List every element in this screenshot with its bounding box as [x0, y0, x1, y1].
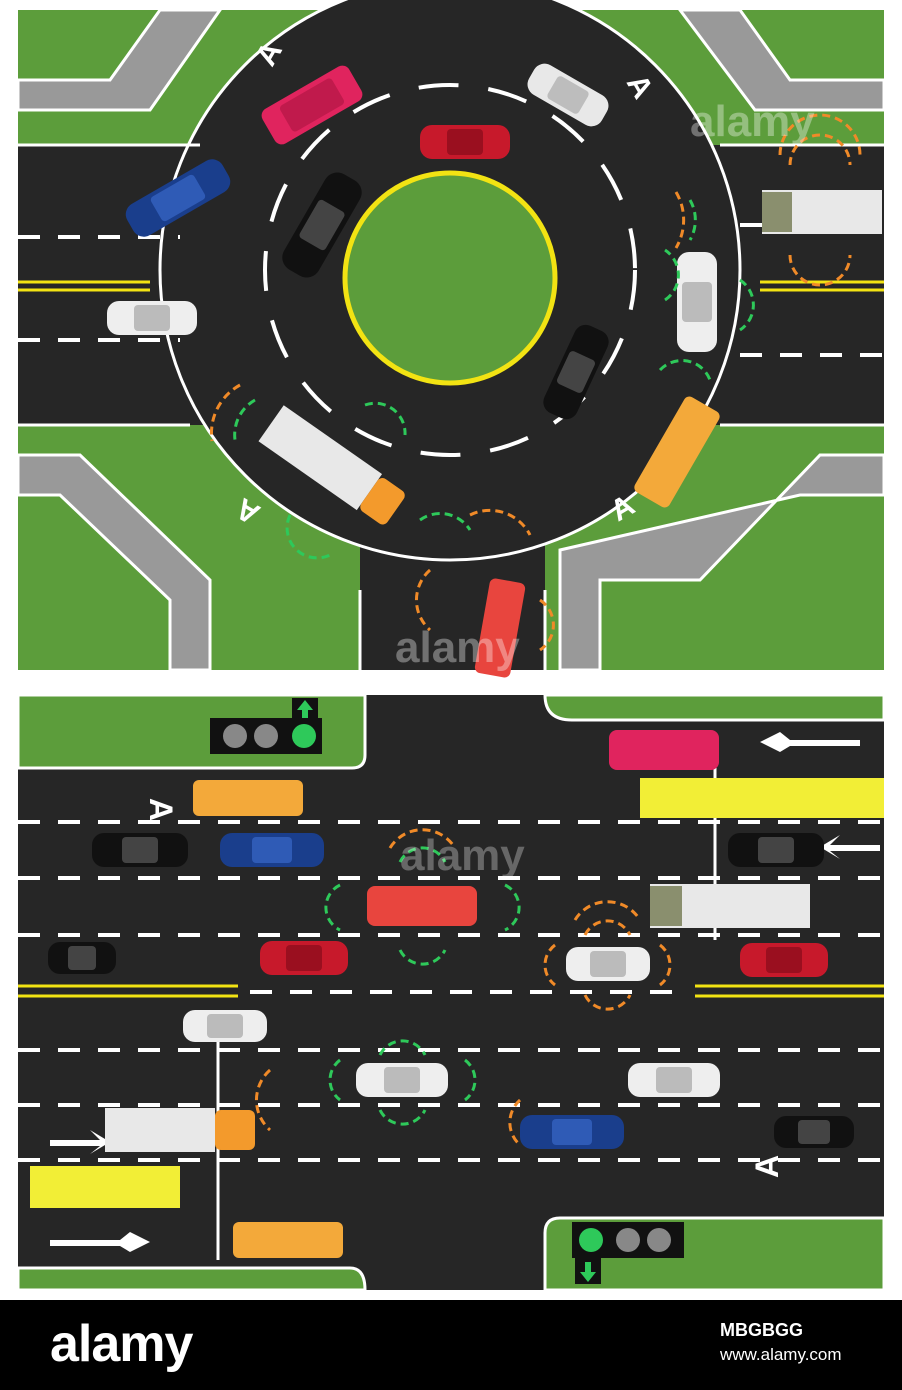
lane-arrow [760, 732, 860, 752]
grass-top-right [543, 693, 886, 722]
lane-letter: A [749, 1155, 785, 1178]
up-arrow-icon [297, 700, 313, 718]
lane-arrow [50, 1232, 150, 1252]
truck-white [650, 884, 810, 928]
down-arrow-icon [580, 1262, 596, 1282]
car-red [260, 941, 348, 975]
lane-arrow [50, 1130, 110, 1154]
car-white [566, 947, 650, 981]
bus-red [474, 578, 526, 678]
car-black [92, 833, 188, 867]
stock-footer: alamy MBGBGG www.alamy.com [0, 1300, 902, 1390]
truck-white-orange [105, 1108, 255, 1152]
alamy-logo: alamy [50, 1315, 193, 1373]
site-url: www.alamy.com [720, 1345, 842, 1364]
lane-letter: A [143, 798, 179, 821]
car-white [628, 1063, 720, 1097]
slip-road-bottom-right [558, 453, 886, 672]
inner-lane-ring [263, 83, 637, 457]
image-id: MBGBGG [720, 1320, 803, 1340]
watermark: alamy [690, 97, 815, 146]
car-blue [220, 833, 324, 867]
car-black [728, 833, 824, 867]
car-red [740, 943, 828, 977]
car-white [356, 1063, 448, 1097]
car-white-right [677, 252, 717, 352]
crossroad-panel: A A [16, 693, 886, 1292]
car-blue [520, 1115, 624, 1149]
lane-arrow [820, 835, 880, 859]
car-black [282, 172, 362, 278]
car-red [420, 125, 510, 159]
bus-yellow [634, 396, 720, 508]
central-island [342, 170, 558, 386]
bus-yellow-long [30, 1166, 180, 1208]
slip-road-top-right [677, 8, 886, 112]
car-white [183, 1010, 267, 1042]
slip-road-bottom-left [16, 453, 212, 672]
car-pink-van [261, 65, 363, 145]
sensor-waves [209, 113, 862, 652]
traffic-light-bottom-right [572, 1222, 684, 1284]
sensor-waves [255, 828, 672, 1147]
slip-road-top-left [16, 8, 223, 112]
van-pink [609, 730, 719, 770]
car-blue [125, 159, 231, 237]
watermark: alamy [400, 831, 525, 880]
bus-yellow-long [640, 778, 884, 818]
road-illustration: A A A A [16, 0, 886, 1292]
bus-orange [233, 1222, 343, 1258]
truck-orange [258, 405, 405, 525]
car-white [527, 63, 609, 127]
truck-white [762, 190, 882, 234]
traffic-light-top-left [210, 698, 322, 754]
van-red [367, 886, 477, 926]
car-black-inner [543, 324, 609, 420]
car-black [774, 1116, 854, 1148]
bus-orange [193, 780, 303, 816]
car-black [48, 942, 116, 974]
watermark: alamy [395, 623, 520, 672]
roundabout-panel: A A A A [16, 0, 886, 678]
grass-bottom-left [16, 1266, 367, 1292]
car-white-left [107, 301, 197, 335]
